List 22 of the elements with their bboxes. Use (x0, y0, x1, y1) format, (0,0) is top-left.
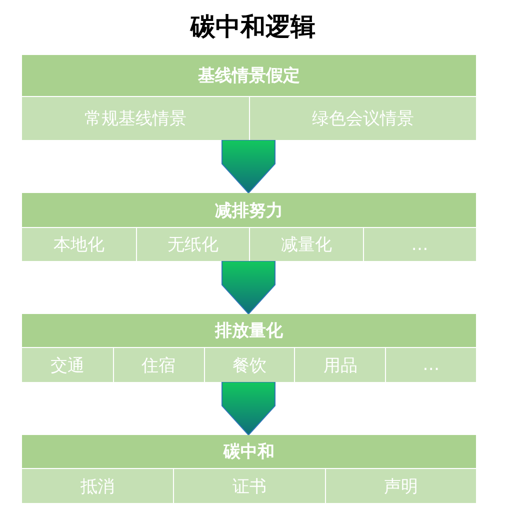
chevron-arrow (222, 260, 276, 315)
section-panel (22, 193, 476, 261)
category-cell: 餐饮 (204, 348, 294, 382)
section-panel (22, 435, 476, 503)
diagram-title: 碳中和逻辑 (188, 11, 316, 43)
chevron-arrow (222, 140, 276, 194)
category-cell: 声明 (324, 469, 476, 503)
category-cell: … (362, 228, 476, 261)
category-cell: 绿色会议情景 (249, 97, 476, 140)
chevron-arrow (222, 382, 276, 436)
category-cell: 减量化 (249, 228, 362, 261)
category-cell: 本地化 (22, 228, 136, 261)
category-cell: 用品 (294, 348, 386, 382)
category-cell: 无纸化 (136, 228, 249, 261)
category-cell: 交通 (22, 348, 113, 382)
category-cell: 常规基线情景 (22, 97, 249, 140)
category-cell: 抵消 (22, 469, 174, 503)
category-cell: … (385, 348, 476, 382)
category-cell: 住宿 (112, 348, 204, 382)
section-panel (22, 55, 476, 140)
section-panel (22, 314, 476, 382)
category-cell: 证书 (173, 469, 325, 503)
